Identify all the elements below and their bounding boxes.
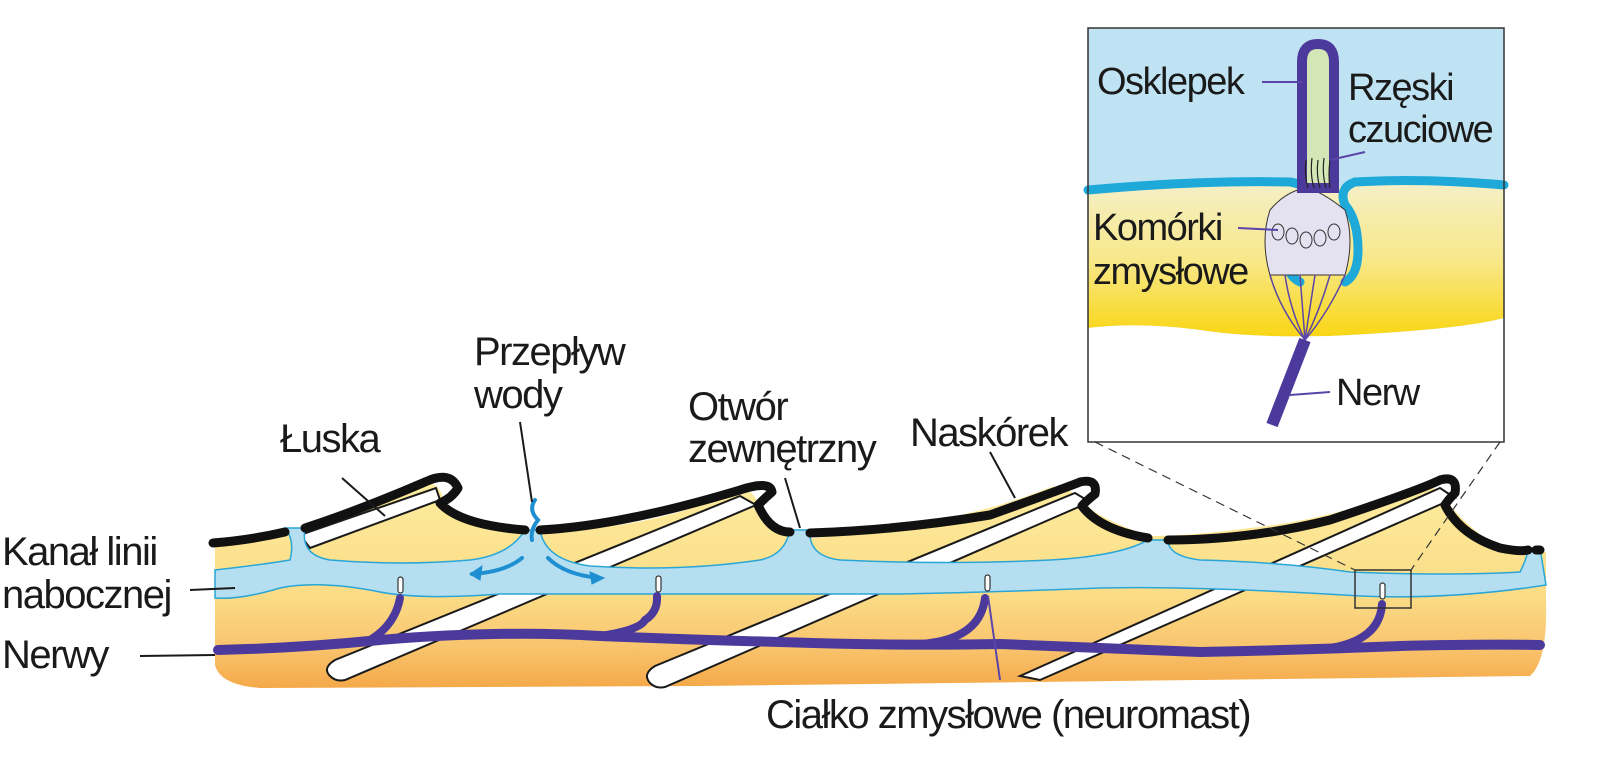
label-cells-line1: Komórki: [1093, 207, 1222, 249]
water-flow-arrows: [469, 498, 606, 585]
label-cilia-line2: czuciowe: [1348, 109, 1493, 151]
leader-lines: [139, 81, 1366, 681]
inset-frame: [1087, 27, 1505, 443]
label-cells-line2: zmysłowe: [1093, 251, 1248, 293]
inset-labels: Osklepek Rzęski czuciowe Komórki zmysłow…: [1093, 61, 1494, 414]
flow-arrowhead-right: [589, 571, 606, 585]
label-canal-line2: nabocznej: [2, 573, 171, 617]
label-canal-line1: Kanał linii: [2, 530, 157, 574]
neuromast-inset: [1083, 27, 1509, 443]
neuromast-1: [397, 576, 404, 594]
label-nerves: Nerwy: [2, 633, 109, 677]
lateral-line-canal: [214, 527, 1547, 600]
label-water-flow-line1: Przepływ: [474, 330, 626, 374]
nerve-branch-3: [916, 594, 989, 648]
neuromast-4: [1379, 582, 1386, 600]
label-scale: Łuska: [280, 417, 381, 461]
zoom-region-box: [1354, 569, 1412, 609]
label-cilia-line1: Rzęski: [1348, 67, 1453, 109]
main-labels: Łuska Przepływ wody Otwór zewnętrzny Nas…: [2, 330, 1252, 737]
label-neuromast: Ciałko zmysłowe (neuromast): [766, 693, 1250, 737]
sensory-cilia: [1304, 157, 1331, 189]
nerve-branch-4: [1326, 600, 1386, 652]
label-cupula: Osklepek: [1097, 61, 1246, 103]
label-water-flow-line2: wody: [473, 373, 563, 417]
epidermis: [208, 472, 1533, 556]
label-nerve: Nerw: [1336, 372, 1421, 414]
nerves: [213, 592, 1545, 658]
neuromast-2: [655, 575, 662, 593]
nerve-branch-1: [366, 594, 404, 644]
sensory-cell-cluster: [1264, 187, 1351, 276]
label-epidermis: Naskórek: [910, 411, 1069, 455]
flow-arrowhead-left: [469, 564, 483, 581]
label-pore-line1: Otwór: [688, 385, 788, 429]
nerve-branch-2: [596, 592, 662, 640]
inset-lower-area: [1088, 318, 1504, 442]
sensory-cells: [1271, 223, 1341, 249]
nerve-fibers: [1269, 274, 1346, 341]
flow-arrow-in: [529, 498, 541, 542]
main-nerve: [213, 628, 1545, 658]
zoom-connector-lines: [1094, 441, 1501, 571]
inset-nerve: [1266, 337, 1311, 428]
neuromast-3: [984, 574, 991, 592]
cupula: [1297, 38, 1339, 193]
skin-section: [208, 472, 1547, 689]
label-pore-line2: zewnętrzny: [688, 427, 877, 471]
neuromasts: [397, 574, 1386, 600]
